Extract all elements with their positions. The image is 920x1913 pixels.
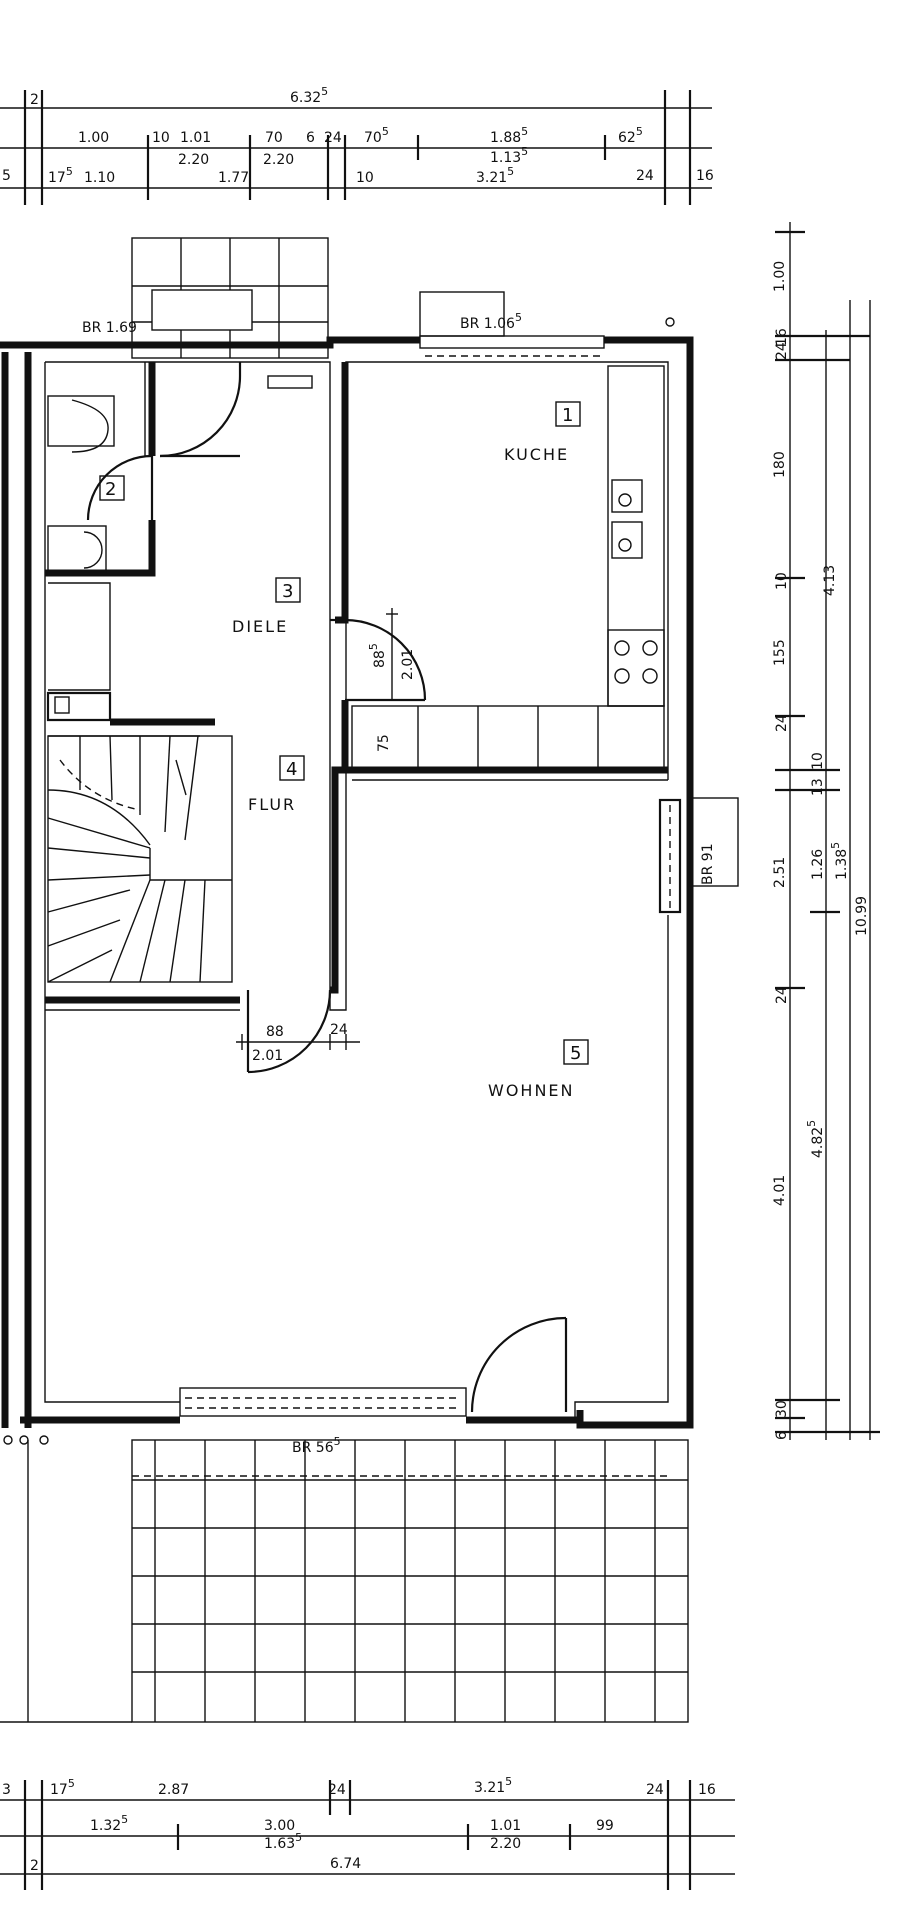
- entrance-tiles: [131, 237, 505, 359]
- dim: 1.26: [810, 849, 826, 880]
- dim: 10: [774, 572, 790, 590]
- dim: 10: [810, 752, 826, 770]
- dim: 2.01: [252, 1048, 283, 1064]
- room-labels: 1 KUCHE 2 3 DIELE 4 FLUR 5 WOHNEN: [99, 401, 589, 1100]
- dim: 16: [696, 168, 714, 184]
- doors: [246, 618, 568, 1413]
- top-dimension-chains: 6.325 1.00 10 1.01 70 6 24 705 1.885 625…: [0, 85, 714, 205]
- dim: 2.87: [158, 1782, 189, 1798]
- dim: 99: [596, 1818, 614, 1834]
- dim: 175: [48, 165, 73, 186]
- room-number: 3: [282, 581, 293, 602]
- dim: 1.01: [180, 130, 211, 146]
- dim: 1.635: [264, 1831, 302, 1852]
- dim: 2: [30, 1858, 39, 1874]
- dim: 24: [636, 168, 654, 184]
- right-dimension-chains: 1.00 16 24 180 10 4.13 155 24 10 13 2.51…: [772, 222, 880, 1440]
- dim: 24: [330, 1022, 348, 1038]
- window-label-br-169: BR 1.69: [82, 320, 137, 336]
- room-kuche: 1 KUCHE: [504, 401, 581, 464]
- dim: 24: [774, 714, 790, 732]
- kitchen-fixtures: [351, 317, 675, 769]
- dim-total-bottom: 6.74: [330, 1856, 361, 1872]
- dim: 24: [774, 342, 790, 360]
- staircase: [47, 735, 233, 983]
- dim: 1.325: [90, 1813, 128, 1834]
- dim: 175: [50, 1777, 75, 1798]
- dim: 16: [698, 1782, 716, 1798]
- dim: 24: [324, 130, 342, 146]
- dim: 4.13: [822, 565, 838, 596]
- dim: 1.01: [490, 1818, 521, 1834]
- dim: 1.00: [78, 130, 109, 146]
- dim: 6: [774, 1431, 790, 1440]
- room-number: 4: [286, 759, 297, 780]
- dim: 1.00: [772, 261, 788, 292]
- dim: 3.215: [474, 1775, 512, 1796]
- dim: 70: [265, 130, 283, 146]
- room-wohnen: 5 WOHNEN: [488, 1039, 589, 1100]
- dim: 24: [646, 1782, 664, 1798]
- dim: 705: [364, 125, 389, 146]
- dim: 24: [328, 1782, 346, 1798]
- dim: 2.20: [490, 1836, 521, 1852]
- terrace-tiles: [0, 1435, 689, 1723]
- dim: 10: [152, 130, 170, 146]
- dim: 885: [367, 643, 388, 668]
- dim: 1.885: [490, 125, 528, 146]
- dim: 10: [356, 170, 374, 186]
- dim: 75: [376, 734, 392, 752]
- dim-total-top: 6.325: [290, 85, 328, 106]
- window-label-br-565: BR 565: [292, 1435, 341, 1456]
- dim: 3: [2, 1782, 11, 1798]
- dim: 1.10: [84, 170, 115, 186]
- dim: 2.20: [178, 152, 209, 168]
- window-label-br-91: BR 91: [700, 843, 716, 885]
- bottom-dimension-chains: 3 175 2.87 24 3.215 24 16 1.325 3.00 1.6…: [0, 1775, 735, 1890]
- room-diele: 3 DIELE: [232, 577, 301, 636]
- room-name: FLUR: [248, 795, 296, 814]
- dim: 88: [266, 1024, 284, 1040]
- dim: 625: [618, 125, 643, 146]
- inner-dimensions: 885 2.01 75 88 2.01 24: [236, 608, 416, 1064]
- window-label-br-1065: BR 1.065: [460, 311, 522, 332]
- dim: 155: [772, 639, 788, 666]
- dim: 2.51: [772, 857, 788, 888]
- dim: 4.01: [772, 1175, 788, 1206]
- dim: 3.00: [264, 1818, 295, 1834]
- dim: 3.215: [476, 165, 514, 186]
- dim: 1.77: [218, 170, 249, 186]
- dim: 24: [774, 986, 790, 1004]
- dim: 180: [772, 451, 788, 478]
- room-flur: 4 FLUR: [248, 755, 305, 814]
- dim: 4.825: [805, 1120, 826, 1158]
- dim: 1.135: [490, 145, 528, 166]
- dim: 30: [774, 1400, 790, 1418]
- room-name: KUCHE: [504, 445, 569, 464]
- room-wc: 2: [99, 475, 125, 501]
- dim: 1.385: [829, 842, 850, 880]
- dim: 13: [810, 778, 826, 796]
- walls: [0, 336, 694, 1429]
- dim: 16: [774, 328, 790, 346]
- bathroom-fixtures: [47, 362, 340, 622]
- dim: 2.01: [400, 649, 416, 680]
- dim: 2.20: [263, 152, 294, 168]
- room-number: 5: [570, 1043, 581, 1064]
- room-name: WOHNEN: [488, 1081, 575, 1100]
- room-name: DIELE: [232, 617, 288, 636]
- windows: [179, 335, 739, 1417]
- dim: 5: [2, 168, 11, 184]
- room-number: 1: [562, 405, 573, 426]
- dim: 10.99: [854, 896, 870, 936]
- dim: 6: [306, 130, 315, 146]
- dim: 2: [30, 92, 39, 108]
- room-number: 2: [105, 479, 116, 500]
